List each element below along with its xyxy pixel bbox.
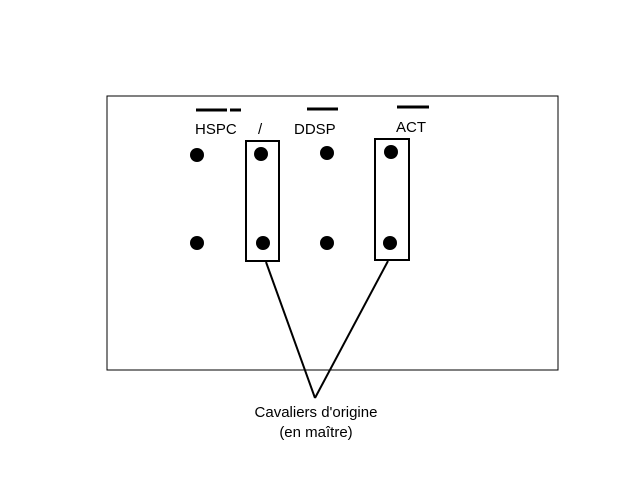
label-act: ACT xyxy=(396,119,426,136)
pin-hspc-top xyxy=(190,148,204,162)
callout-line-right xyxy=(314,260,389,399)
caption-line-2: (en maître) xyxy=(279,424,352,441)
caption-line-1: Cavaliers d'origine xyxy=(255,404,378,421)
pin-act-top xyxy=(384,145,398,159)
label-slash: / xyxy=(258,121,263,138)
pin-ddsp-top xyxy=(320,146,334,160)
jumper-cap-2 xyxy=(374,138,410,261)
pin-act-bottom xyxy=(383,236,397,250)
pin-slash-bottom xyxy=(256,236,270,250)
pin-hspc-bottom xyxy=(190,236,204,250)
jumper-cap-1 xyxy=(245,140,280,262)
label-ddsp: DDSP xyxy=(294,121,336,138)
board-outline xyxy=(106,95,559,371)
pin-slash-top xyxy=(254,147,268,161)
callout-line-left xyxy=(265,261,316,399)
pin-ddsp-bottom xyxy=(320,236,334,250)
label-hspc: HSPC xyxy=(195,121,237,138)
